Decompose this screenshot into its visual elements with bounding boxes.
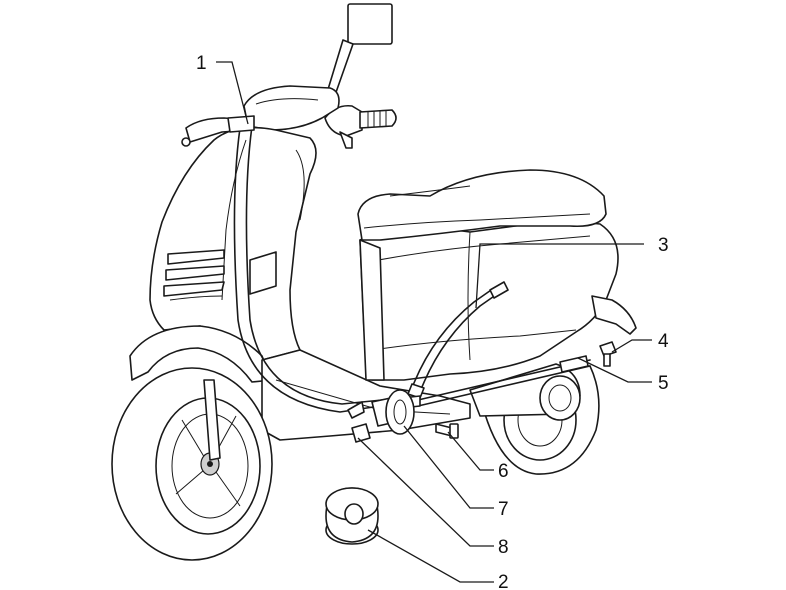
screw: [435, 423, 459, 439]
callout-7: 7: [498, 499, 509, 520]
muffler: [469, 363, 581, 421]
front-wheel: [111, 367, 273, 561]
mirror: [323, 3, 393, 102]
odometer-drive-cable: [407, 281, 509, 399]
floorboard: [261, 349, 471, 441]
nut-bolt: [599, 341, 617, 367]
rear-bracket: [591, 295, 637, 335]
right-grip: [324, 104, 397, 149]
clip: [351, 423, 371, 443]
headset: [243, 85, 340, 131]
callout-3: 3: [658, 235, 669, 256]
scooter-body: [111, 3, 637, 561]
callout-6: 6: [498, 461, 509, 482]
callout-4: 4: [658, 331, 669, 352]
callout-labels: 1 3 4 5 6 7 8 2: [196, 53, 669, 590]
seat: [357, 169, 607, 241]
drive-unit: [371, 389, 415, 435]
callout-2: 2: [498, 572, 509, 590]
grommet: [325, 487, 379, 545]
front-grille: [163, 249, 225, 301]
leader-lines: [216, 61, 652, 583]
callout-8: 8: [498, 537, 509, 558]
speedometer-cable: [227, 115, 383, 419]
callout-5: 5: [658, 373, 669, 394]
callout-1: 1: [196, 53, 207, 74]
front-legshield: [149, 126, 317, 361]
